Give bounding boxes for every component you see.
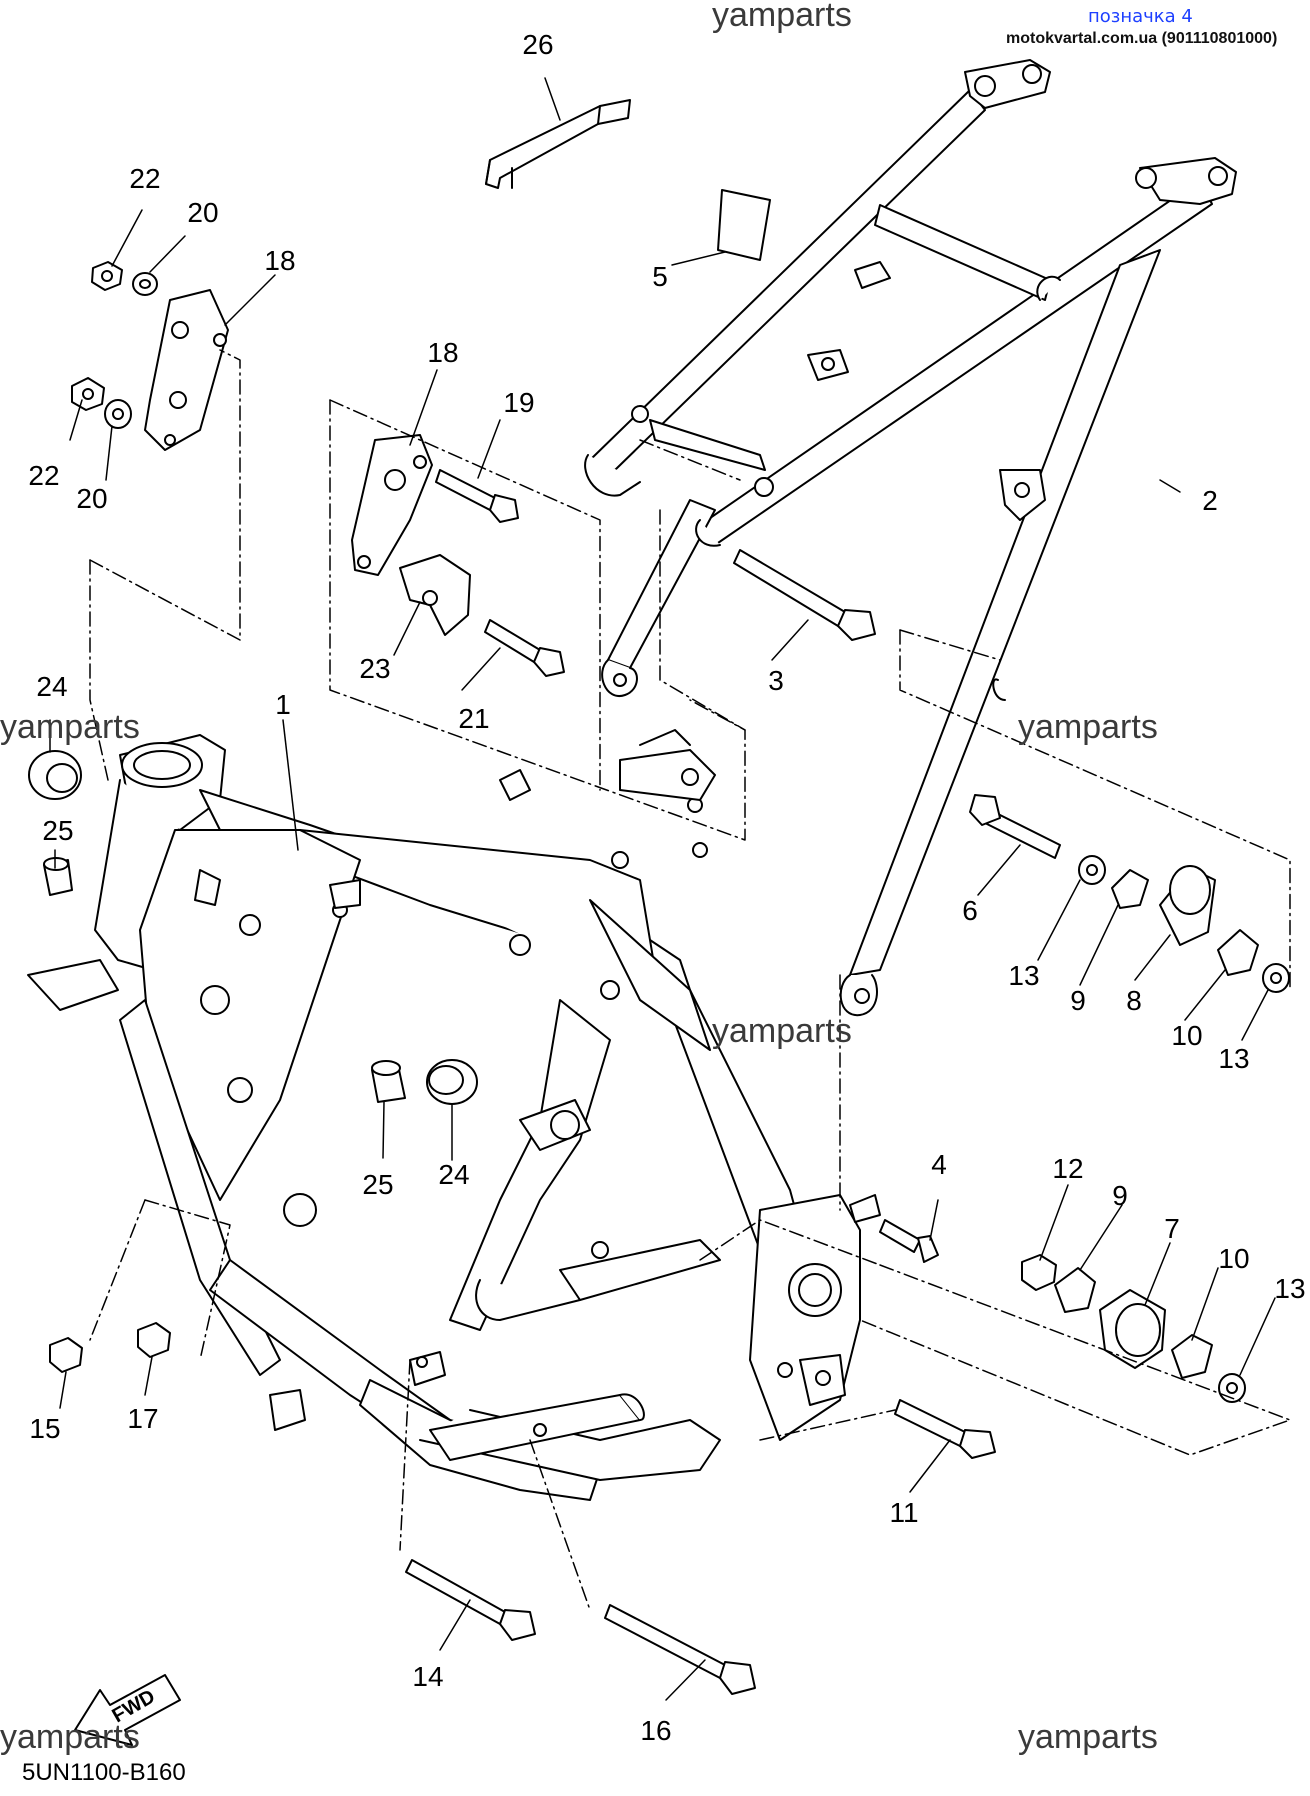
callout-23: 23 (359, 653, 390, 684)
part-20-washer-upper (132, 272, 158, 296)
part-10-collar-b (1171, 1334, 1213, 1379)
part-15-nut (49, 1337, 83, 1373)
callout-18: 18 (264, 245, 295, 276)
callout-19: 19 (503, 387, 534, 418)
callout-2: 2 (1202, 485, 1218, 516)
part-13-washer-b (1262, 963, 1290, 993)
watermark: yamparts (712, 1012, 852, 1050)
part-2-rear-frame (584, 59, 1237, 1017)
callout-6: 6 (962, 895, 978, 926)
part-26-stay (485, 99, 631, 189)
callout-13: 13 (1008, 960, 1039, 991)
part-20-washer-lower (104, 399, 132, 429)
callout-5: 5 (652, 261, 668, 292)
callout-10: 10 (1218, 1243, 1249, 1274)
part-12-nut (1021, 1254, 1057, 1291)
callout-4: 4 (931, 1149, 947, 1180)
watermark: yamparts (0, 1718, 140, 1756)
part-24-cap-head (28, 750, 82, 800)
part-6-bolt (969, 794, 1061, 859)
callout-18: 18 (427, 337, 458, 368)
callout-7: 7 (1164, 1213, 1180, 1244)
part-19-bolt (435, 469, 519, 523)
part-8-bush (1159, 865, 1216, 946)
callout-22: 22 (129, 163, 160, 194)
callout-8: 8 (1126, 985, 1142, 1016)
part-25-plug-head (43, 857, 73, 896)
callout-11: 11 (889, 1497, 918, 1528)
part-23-bracket (399, 554, 471, 636)
part-24-cap-frame (426, 1059, 478, 1105)
callout-15: 15 (29, 1413, 60, 1444)
part-17-nut (137, 1322, 171, 1358)
fwd-arrow-icon: FWD (74, 1674, 181, 1746)
part-7-bush (1099, 1289, 1166, 1369)
part-9-collar-b (1054, 1267, 1096, 1313)
callout-20: 20 (187, 197, 218, 228)
part-25-plug-frame (371, 1060, 406, 1103)
part-4-bolt (879, 1219, 939, 1263)
callout-21: 21 (458, 703, 489, 734)
part-22-nut-lower (71, 377, 105, 411)
callout-24: 24 (438, 1159, 469, 1190)
callout-13: 13 (1274, 1273, 1305, 1304)
callout-25: 25 (42, 815, 73, 846)
part-11-bolt (894, 1399, 996, 1459)
watermark: yamparts (0, 708, 140, 746)
part-14-bolt (405, 1559, 536, 1641)
part-5-damper (717, 189, 771, 261)
callout-14: 14 (412, 1661, 443, 1692)
callout-26: 26 (522, 29, 553, 60)
callout-16: 16 (640, 1715, 671, 1746)
callout-9: 9 (1070, 985, 1086, 1016)
callout-numbers: 26 22 20 18 22 20 5 18 19 23 21 2 3 24 2… (28, 29, 1305, 1746)
part-13-washer-a (1078, 855, 1106, 885)
part-1-main-frame (27, 729, 881, 1501)
callout-9: 9 (1112, 1180, 1128, 1211)
callout-25: 25 (362, 1169, 393, 1200)
watermark: yamparts (1018, 708, 1158, 746)
site-label: motokvartal.com.ua (901110801000) (1006, 30, 1278, 47)
assembly-lines (89, 349, 1291, 1611)
callout-12: 12 (1052, 1153, 1083, 1184)
callout-1: 1 (275, 689, 291, 720)
part-9-collar-a (1111, 869, 1149, 909)
part-18-right-bracket (351, 434, 433, 576)
watermark: yamparts (1018, 1718, 1158, 1756)
tag-link[interactable]: позначка 4 (1088, 6, 1193, 27)
callout-20: 20 (76, 483, 107, 514)
part-22-nut-upper (91, 261, 123, 291)
callout-22: 22 (28, 460, 59, 491)
part-16-bolt (604, 1604, 756, 1695)
callout-3: 3 (768, 665, 784, 696)
watermark: yamparts (712, 0, 852, 34)
part-18-left-bracket (144, 289, 229, 451)
callout-10: 10 (1171, 1020, 1202, 1051)
callout-17: 17 (127, 1403, 158, 1434)
part-10-collar-a (1217, 929, 1259, 976)
part-21-bolt (484, 619, 565, 677)
callout-24: 24 (36, 671, 67, 702)
part-3-bolt (733, 549, 876, 641)
diagram-code: 5UN1100-B160 (22, 1759, 186, 1786)
callout-13: 13 (1218, 1043, 1249, 1074)
leader-lines (49, 77, 1276, 1701)
